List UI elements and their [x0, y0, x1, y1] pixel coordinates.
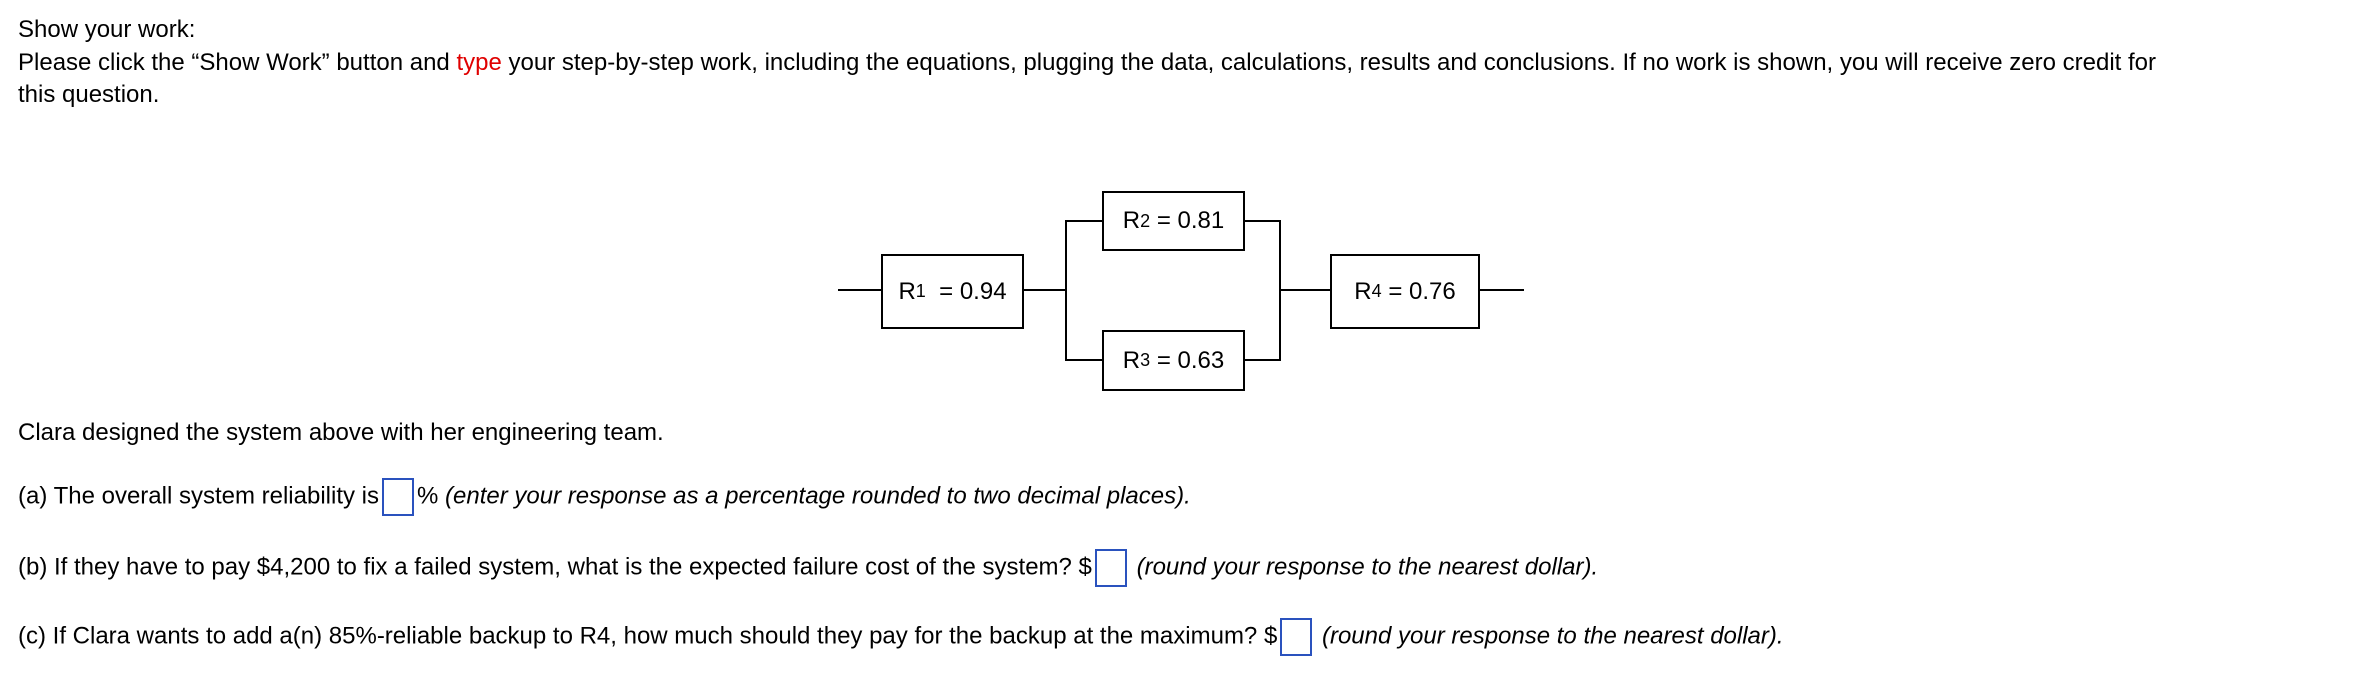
question-c: (c) If Clara wants to add a(n) 85%-relia… — [18, 618, 1784, 656]
instr-text: Please click the “Show Work” button and — [18, 49, 457, 76]
question-b-text: (b) If they have to pay $4,200 to fix a … — [18, 553, 1092, 581]
answer-c-input[interactable] — [1280, 618, 1313, 656]
wire — [1065, 220, 1102, 361]
question-intro: Clara designed the system above with her… — [18, 419, 664, 446]
answer-b-input[interactable] — [1094, 549, 1127, 587]
show-work-title: Show your work: — [18, 16, 196, 43]
question-b: (b) If they have to pay $4,200 to fix a … — [18, 549, 1598, 587]
answer-a-input[interactable] — [382, 478, 414, 516]
question-c-hint: (round your response to the nearest doll… — [1321, 622, 1784, 650]
question-a-text: (a) The overall system reliability is — [18, 482, 379, 510]
question-a-hint: (enter your response as a percentage rou… — [438, 482, 1191, 510]
percent-sign: % — [417, 482, 439, 510]
question-c-text: (c) If Clara wants to add a(n) 85%-relia… — [18, 622, 1278, 650]
question-a: (a) The overall system reliability is% (… — [18, 478, 1191, 516]
question-b-hint: (round your response to the nearest doll… — [1136, 553, 1599, 581]
instructions-line2: this question. — [18, 81, 160, 108]
wire — [1244, 220, 1281, 361]
instr-text: your step-by-step work, including the eq… — [501, 49, 2156, 76]
instr-type-highlight: type — [456, 49, 502, 76]
instructions: Please click the “Show Work” button and … — [18, 48, 2156, 78]
